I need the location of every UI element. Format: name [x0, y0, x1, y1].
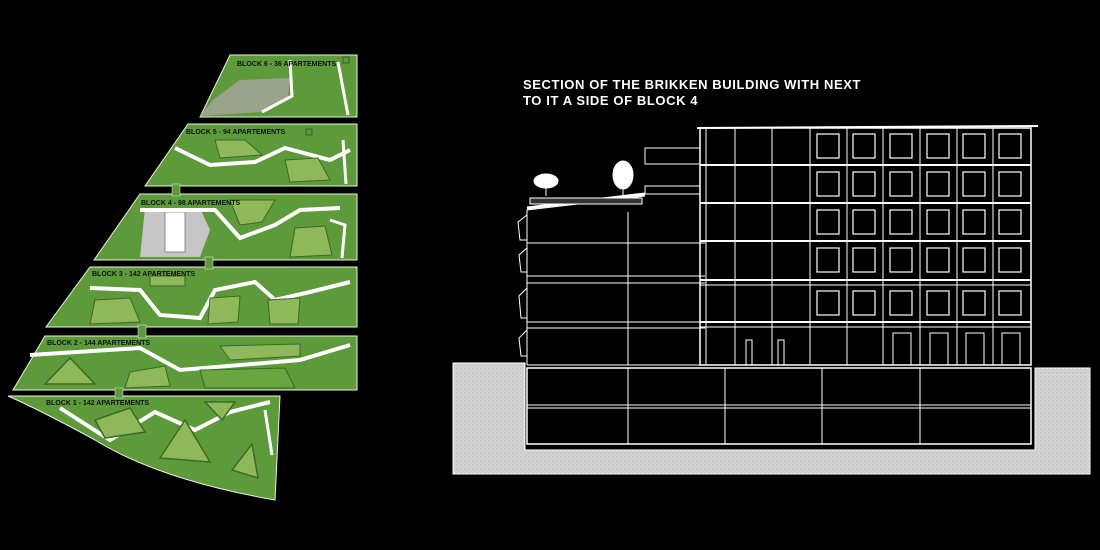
tree-icon	[533, 173, 559, 196]
block-6: BLOCK 6 - 36 APARTEMENTS	[199, 54, 358, 118]
ground-mass	[452, 362, 1091, 475]
block-2: BLOCK 2 - 144 APARTEMENTS	[12, 335, 358, 391]
block-3: BLOCK 3 - 142 APARTEMENTS	[45, 266, 358, 328]
block-4-label: BLOCK 4 - 98 APARTEMENTS	[141, 200, 241, 207]
block-1: BLOCK 1 - 142 APARTEMENTS	[7, 395, 281, 501]
block-5-label: BLOCK 5 - 94 APARTEMENTS	[186, 129, 286, 136]
site-plan: BLOCK 6 - 36 APARTEMENTS BLOCK 5 - 94 AP…	[7, 54, 358, 501]
building-section	[452, 125, 1091, 475]
section-title: SECTION OF THE BRIKKEN BUILDING WITH NEX…	[523, 77, 903, 109]
section-title-line-1: SECTION OF THE BRIKKEN BUILDING WITH NEX…	[523, 77, 862, 92]
block-6-label: BLOCK 6 - 36 APARTEMENTS	[237, 61, 337, 68]
section-title-line-2: TO IT A SIDE OF BLOCK 4	[523, 93, 699, 108]
block-5: BLOCK 5 - 94 APARTEMENTS	[144, 123, 358, 187]
block-2-label: BLOCK 2 - 144 APARTEMENTS	[47, 340, 150, 347]
tree-icon	[612, 160, 634, 197]
block-1-label: BLOCK 1 - 142 APARTEMENTS	[46, 400, 149, 407]
block-4: BLOCK 4 - 98 APARTEMENTS	[93, 193, 358, 261]
block-3-label: BLOCK 3 - 142 APARTEMENTS	[92, 271, 195, 278]
